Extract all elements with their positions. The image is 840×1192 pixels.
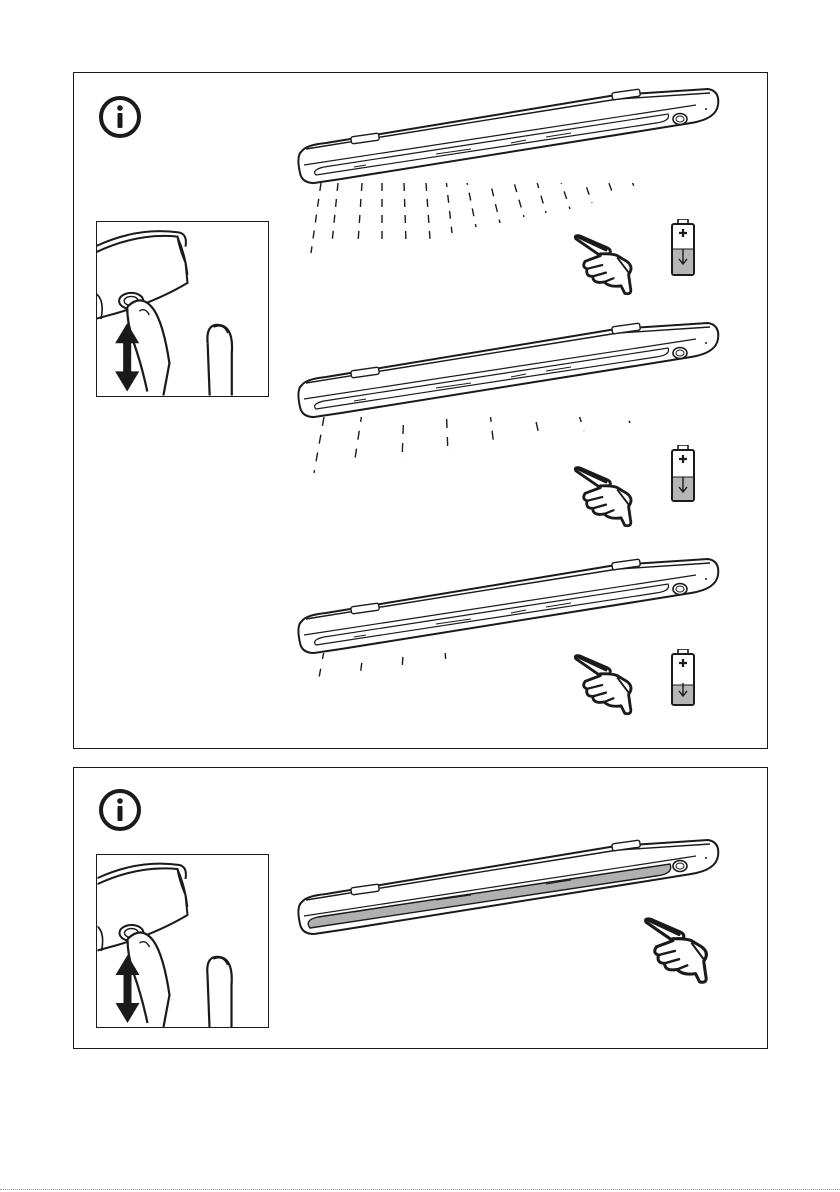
light-bar-icon — [296, 83, 726, 193]
finger-pressing-button-icon — [96, 221, 269, 397]
pointing-hand-icon — [572, 653, 638, 719]
pointing-hand-icon — [642, 916, 714, 988]
battery-icon — [670, 649, 696, 707]
light-bar-icon — [296, 553, 726, 663]
battery-levels-panel — [73, 72, 768, 749]
light-level-row-high — [296, 83, 736, 313]
pointing-hand-icon — [572, 233, 638, 299]
finger-pressing-button-icon — [96, 854, 269, 1028]
light-level-row-medium — [296, 317, 736, 537]
light-on-panel — [73, 767, 768, 1049]
info-icon — [98, 788, 142, 832]
battery-icon — [670, 219, 696, 277]
pointing-hand-icon — [572, 465, 638, 531]
battery-icon — [670, 445, 696, 503]
light-level-row-low — [296, 553, 736, 733]
light-bar-icon — [296, 317, 726, 427]
info-icon — [98, 95, 142, 139]
